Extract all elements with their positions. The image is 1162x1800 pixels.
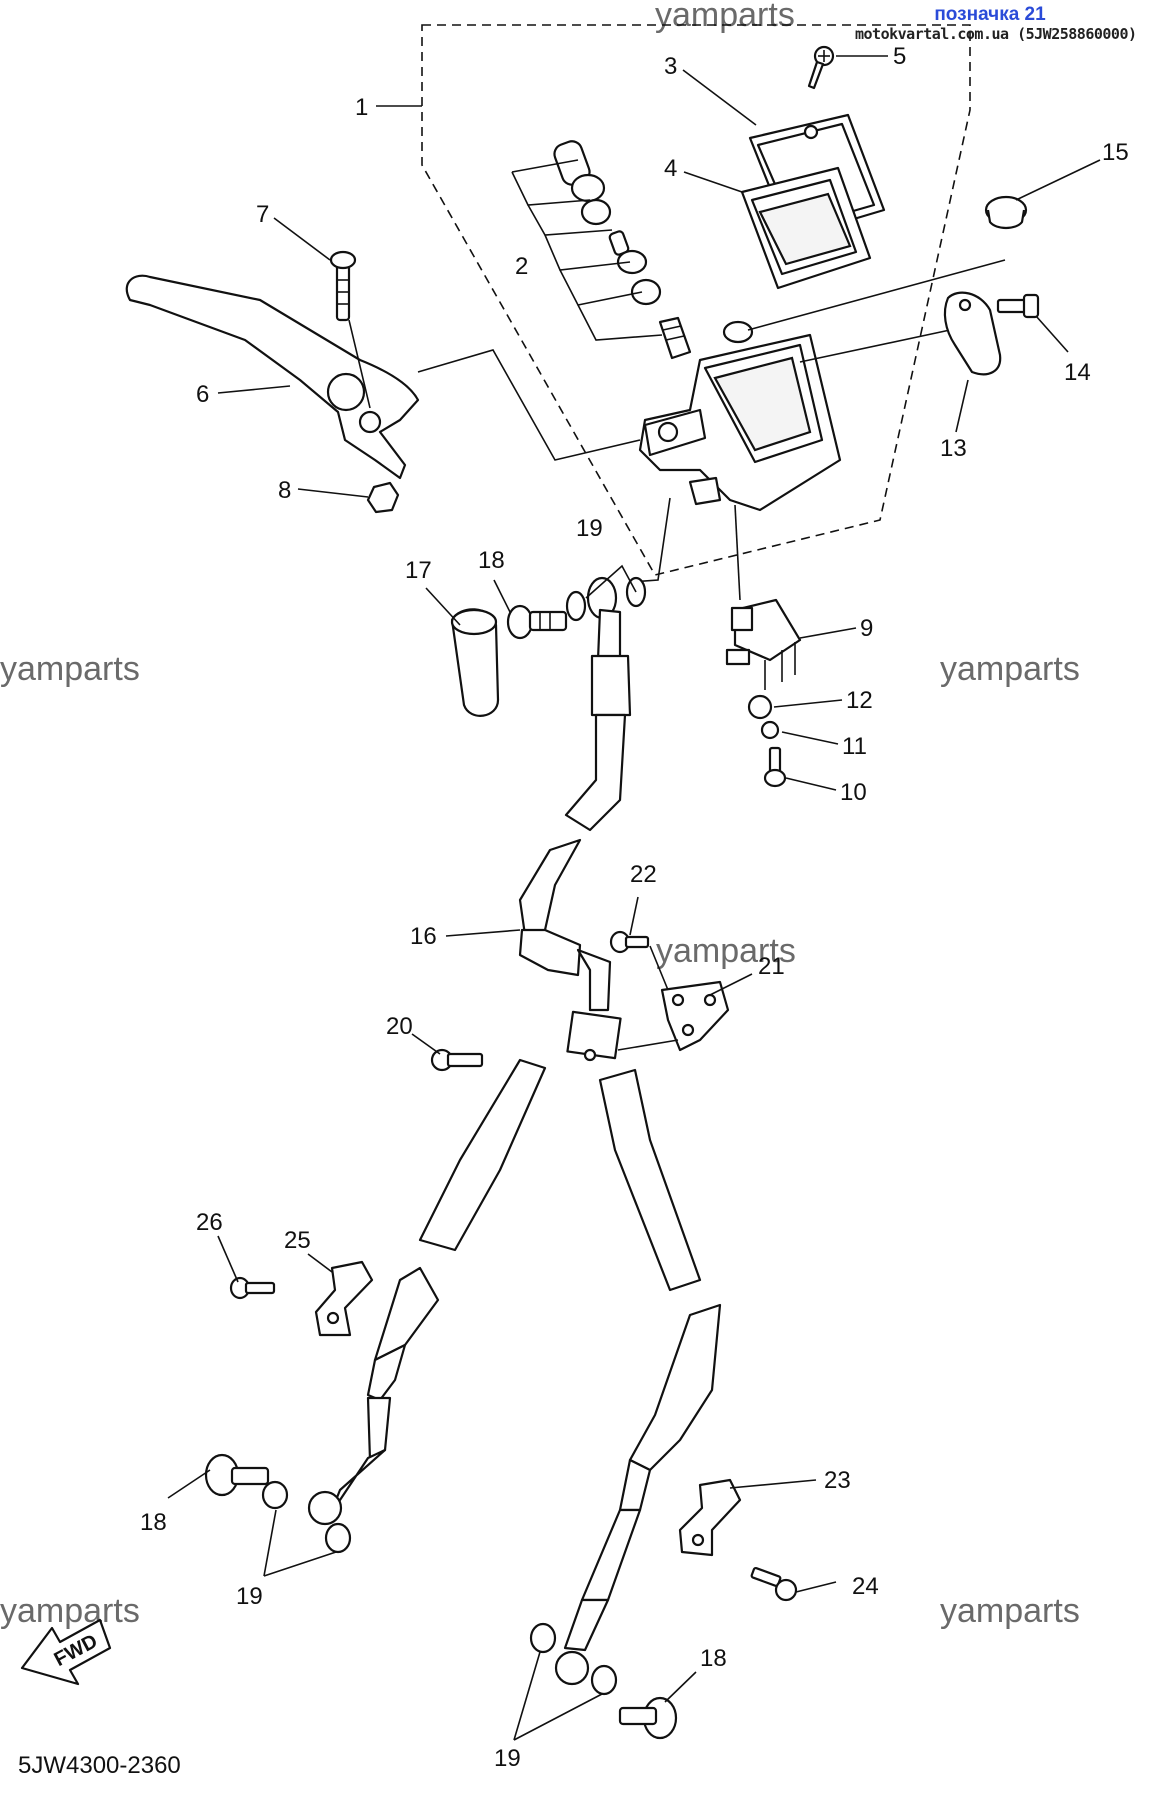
watermark: yamparts — [940, 1592, 1080, 1630]
callout-15: 15 — [1102, 139, 1129, 166]
guide-bolt-right — [750, 1566, 798, 1602]
callout-23: 23 — [824, 1467, 851, 1494]
switch-lock-washer — [760, 720, 780, 740]
hose-guide-left — [314, 1260, 374, 1337]
callout-19: 19 — [236, 1583, 263, 1610]
callout-20: 20 — [386, 1013, 413, 1040]
callout-19: 19 — [494, 1745, 521, 1772]
callout-8: 8 — [278, 477, 291, 504]
switch-screw — [763, 746, 787, 788]
watermark: yamparts — [0, 650, 140, 688]
callout-12: 12 — [846, 687, 873, 714]
callout-2: 2 — [515, 253, 528, 280]
master-cylinder-kit — [553, 140, 692, 360]
brake-hose-upper — [564, 576, 632, 832]
union-bolt-left — [204, 1453, 270, 1497]
handlebar-holder — [943, 291, 1002, 376]
drawing-code: 5JW4300-2360 — [18, 1752, 181, 1779]
brake-hose-middle — [518, 838, 622, 1062]
callout-18: 18 — [478, 547, 505, 574]
holder-bolt — [996, 293, 1040, 319]
pivot-bolt — [329, 250, 357, 322]
callout-17: 17 — [405, 557, 432, 584]
callout-6: 6 — [196, 381, 209, 408]
brake-light-switch — [725, 598, 802, 690]
callout-21: 21 — [758, 953, 785, 980]
callout-24: 24 — [852, 1573, 879, 1600]
rubber-cap — [984, 195, 1028, 230]
callout-26: 26 — [196, 1209, 223, 1236]
callout-4: 4 — [664, 155, 677, 182]
brake-lever — [125, 274, 420, 480]
callout-10: 10 — [840, 779, 867, 806]
bracket-bolt — [609, 930, 650, 954]
watermark: yamparts — [940, 650, 1080, 688]
joint-bolt — [430, 1048, 484, 1072]
master-cylinder-assembly-outline — [421, 24, 971, 576]
hose-guide-right — [678, 1478, 742, 1557]
diaphragm — [740, 166, 872, 290]
guide-bolt-left — [229, 1276, 276, 1300]
callout-9: 9 — [860, 615, 873, 642]
watermark: yamparts — [656, 932, 796, 970]
callout-5: 5 — [893, 43, 906, 70]
callout-19: 19 — [576, 515, 603, 542]
joint-bracket — [660, 980, 730, 1052]
union-bolt — [506, 604, 568, 640]
watermark: yamparts — [655, 0, 795, 34]
callout-1: 1 — [355, 94, 368, 121]
callout-11: 11 — [842, 733, 867, 760]
banjo-cover — [450, 608, 500, 717]
brake-hose-left — [307, 1058, 547, 1526]
switch-washer — [747, 694, 773, 720]
callout-3: 3 — [664, 53, 677, 80]
watermark: yamparts — [0, 1592, 140, 1630]
source-site-label: motokvartal.com.ua (5JW258860000) — [855, 25, 1137, 43]
callout-13: 13 — [940, 435, 967, 462]
callout-14: 14 — [1064, 359, 1091, 386]
callout-7: 7 — [256, 201, 269, 228]
lever-nut — [366, 481, 400, 514]
callout-25: 25 — [284, 1227, 311, 1254]
master-cylinder-body — [638, 320, 842, 512]
copper-washer-right — [529, 1622, 618, 1696]
callout-22: 22 — [630, 861, 657, 888]
diagram-tag-label: позначка 21 — [934, 4, 1046, 25]
brake-hose-right — [554, 1068, 722, 1686]
callout-18: 18 — [140, 1509, 167, 1536]
copper-washer-left — [261, 1480, 352, 1554]
cap-screw — [807, 45, 835, 90]
union-bolt-right — [618, 1696, 678, 1740]
callout-18: 18 — [700, 1645, 727, 1672]
callout-16: 16 — [410, 923, 437, 950]
